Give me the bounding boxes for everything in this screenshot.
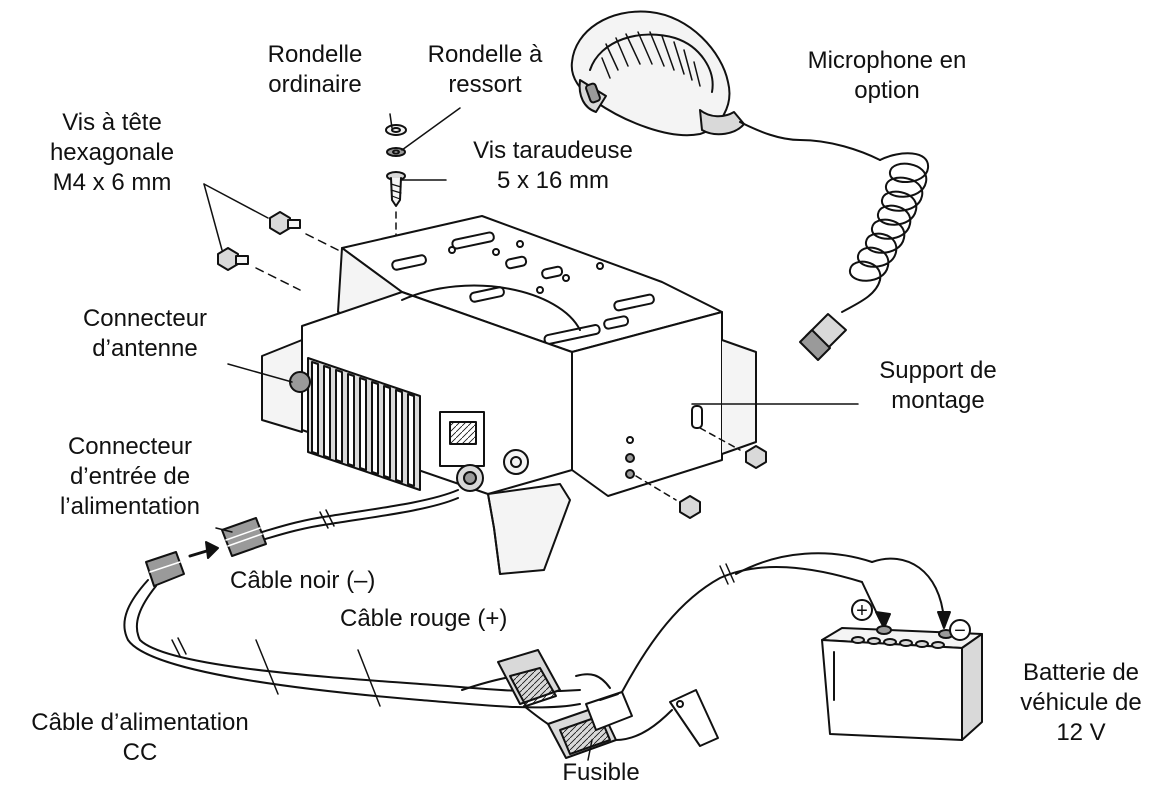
label-vis-taraudeuse: Vis taraudeuse 5 x 16 mm: [448, 136, 658, 196]
minus-symbol: −: [954, 620, 966, 642]
label-line: d’antenne: [92, 335, 198, 362]
label-line: Microphone en: [807, 47, 967, 74]
label-line: CC: [122, 739, 158, 766]
flat-washer: [385, 124, 407, 136]
heatsink-fins: [307, 357, 421, 491]
bracket-slots: [391, 231, 655, 345]
label-line: Support de: [879, 357, 997, 384]
plus-symbol: +: [856, 600, 868, 622]
label-line: l’alimentation: [59, 493, 201, 520]
leader-lines: [203, 107, 859, 761]
label-cable-alimentation: Câble d’alimentation CC: [0, 708, 280, 768]
label-line: Rondelle à: [427, 41, 543, 68]
label-fusible: Fusible: [546, 758, 656, 788]
label-line: Connecteur: [67, 433, 193, 460]
dc-cable-plug: [145, 551, 185, 587]
label-line: véhicule de: [1020, 689, 1142, 716]
radio-body: [261, 284, 757, 575]
label-line: Câble d’alimentation: [31, 709, 249, 736]
radio-side-plug: [221, 517, 267, 557]
battery-cell-caps: [851, 636, 945, 649]
label-line: hexagonale: [49, 139, 175, 166]
label-batterie: Batterie de véhicule de 12 V: [1000, 658, 1162, 748]
battery-leads: [621, 552, 951, 693]
label-line: Fusible: [562, 759, 640, 786]
bracket-bolt-right-lower: [635, 475, 701, 519]
label-line: ressort: [448, 71, 522, 98]
label-connecteur-alimentation: Connecteur d’entrée de l’alimentation: [40, 432, 220, 522]
fuse-holder: [461, 649, 673, 759]
hex-screw-lower: [217, 247, 249, 271]
positive-symbol-icon: [851, 599, 873, 621]
label-rondelle-ordinaire: Rondelle ordinaire: [250, 40, 380, 100]
dc-power-cable: [123, 579, 581, 709]
label-vis-hexagonale: Vis à tête hexagonale M4 x 6 mm: [22, 108, 202, 198]
label-support-montage: Support de montage: [848, 356, 1028, 416]
fuse-tag: [669, 689, 719, 747]
label-line: Rondelle: [267, 41, 363, 68]
hex-screw-upper: [269, 211, 301, 235]
label-line: Vis à tête: [62, 109, 162, 136]
label-connecteur-antenne: Connecteur d’antenne: [60, 304, 230, 364]
label-line: montage: [891, 387, 985, 414]
microphone: [570, 10, 745, 137]
microphone-grille: [601, 31, 701, 87]
battery-positive-terminal: [876, 625, 892, 635]
label-line: 5 x 16 mm: [496, 167, 610, 194]
label-line: option: [854, 77, 920, 104]
bracket-bolt-right-upper: [699, 427, 767, 469]
label-cable-noir: Câble noir (–): [230, 566, 375, 596]
label-line: d’entrée de: [69, 463, 191, 490]
label-line: Batterie de: [1022, 659, 1140, 686]
tapping-screw: [386, 171, 406, 207]
label-microphone: Microphone en option: [772, 46, 1002, 106]
label-line: ordinaire: [268, 71, 362, 98]
negative-symbol-icon: [949, 619, 971, 641]
label-line: Câble noir (–): [230, 567, 376, 594]
label-line: 12 V: [1056, 719, 1106, 746]
label-line: M4 x 6 mm: [52, 169, 172, 196]
label-rondelle-ressort: Rondelle à ressort: [410, 40, 560, 100]
label-cable-rouge: Câble rouge (+): [340, 604, 507, 634]
microphone-coiled-cord: [739, 121, 930, 361]
label-line: Câble rouge (+): [340, 605, 508, 632]
label-line: Connecteur: [82, 305, 208, 332]
radio-power-lead: [261, 489, 459, 541]
spring-washer: [386, 147, 406, 157]
vehicle-battery: [821, 625, 983, 741]
label-line: Vis taraudeuse: [473, 137, 633, 164]
